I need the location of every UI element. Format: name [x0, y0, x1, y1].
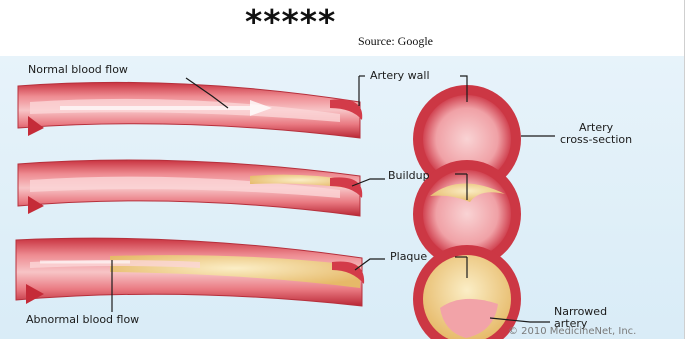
artery-buildup	[18, 160, 362, 216]
artery-diagram: Normal blood flow Artery wall Artery cro…	[0, 56, 684, 339]
page-title: *****	[245, 2, 336, 41]
source-caption: Source: Google	[358, 34, 433, 49]
buildup-label: Buildup	[388, 170, 430, 182]
plaque-label: Plaque	[390, 251, 427, 263]
abnormal-blood-flow-label: Abnormal blood flow	[26, 314, 139, 326]
artery-wall-label: Artery wall	[370, 70, 430, 82]
copyright-notice: © 2010 MedicineNet, Inc.	[508, 326, 636, 337]
artery-plaque	[16, 238, 364, 306]
page-edge	[684, 0, 697, 339]
artery-cross-section-label: Artery cross-section	[560, 122, 632, 146]
normal-blood-flow-label: Normal blood flow	[28, 64, 128, 76]
diagram-illustration	[0, 56, 684, 339]
artery-normal	[18, 82, 362, 138]
